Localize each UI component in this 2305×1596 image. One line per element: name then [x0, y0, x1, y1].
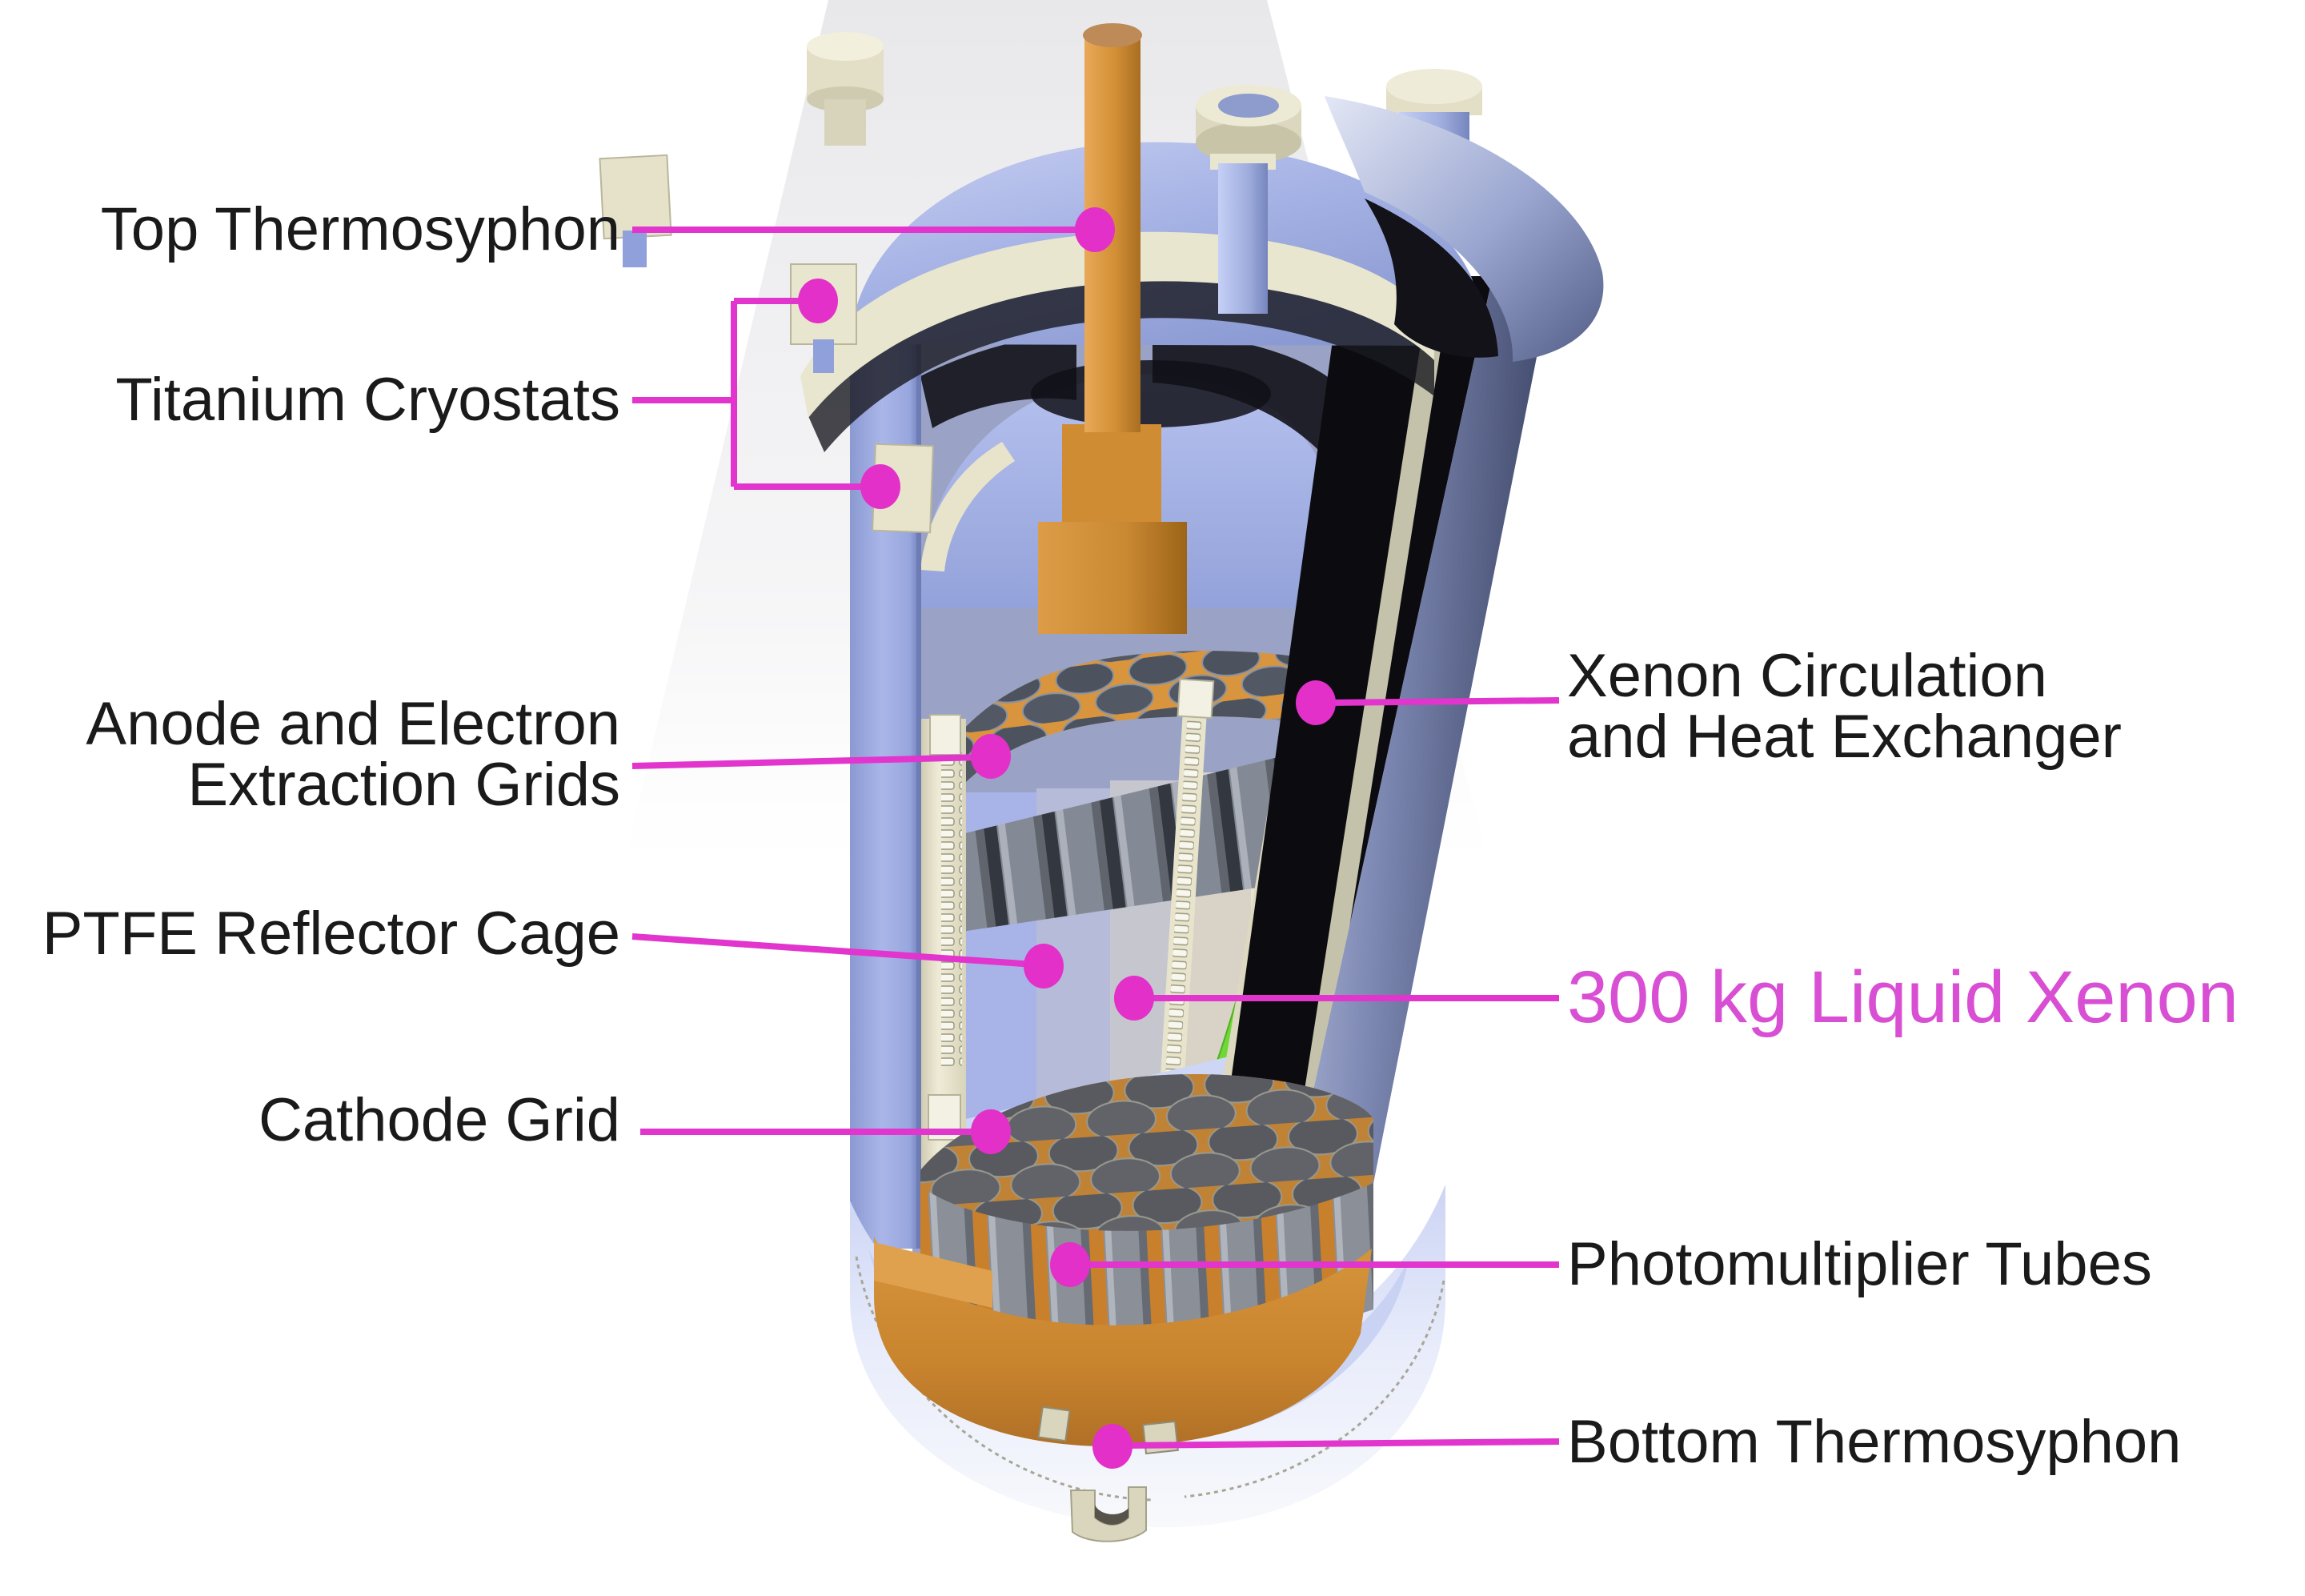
field-cage-zipper-left [941, 752, 962, 1069]
dot-cathode-grid [971, 1109, 1011, 1154]
label-liquid-xenon: 300 kg Liquid Xenon [1567, 956, 2239, 1038]
dot-titanium-cryostat-outer [798, 279, 838, 323]
label-anode-grids: Anode and Electron Extraction Grids [86, 690, 620, 819]
copper-base [874, 1237, 1372, 1447]
flange-tab-far-left [599, 154, 672, 267]
top-flange-arc [1325, 96, 1604, 362]
leader-ptfe-line [631, 933, 1035, 968]
label-photomultiplier-tubes: Photomultiplier Tubes [1567, 1230, 2152, 1298]
leader-xenon-circulation-line [1325, 697, 1560, 706]
inner-dome-rim [920, 442, 1015, 571]
label-ptfe-cage: PTFE Reflector Cage [42, 900, 620, 968]
flange-bolt [623, 231, 647, 267]
copper-ledge [874, 1242, 992, 1308]
dot-pmt [1050, 1242, 1090, 1287]
flange-tab-outer [790, 263, 857, 373]
label-xenon-circulation: Xenon Circulation and Heat Exchanger [1567, 642, 2122, 771]
bottom-pmt-faces [920, 1073, 1373, 1246]
dot-bottom-thermosyphon [1092, 1424, 1132, 1469]
flange-shadow [808, 279, 1434, 452]
leader-anode-line [631, 754, 982, 769]
label-titanium-cryostats: Titanium Cryostats [115, 366, 620, 434]
dot-liquid-xenon [1114, 976, 1154, 1021]
dome-seam-right [1184, 1280, 1445, 1498]
port-left [807, 32, 884, 146]
support-tab-right [1142, 1420, 1179, 1455]
dot-ptfe-cage [1024, 944, 1064, 988]
field-cage-zipper-right [1161, 697, 1203, 1146]
vertical-pipe [1210, 154, 1276, 314]
flange-bolt [813, 339, 834, 373]
leader-dots [798, 207, 1336, 1469]
flange-ring [800, 231, 1434, 418]
dot-top-thermosyphon [1075, 207, 1115, 252]
label-cathode-grid: Cathode Grid [258, 1086, 620, 1154]
grid-connector-top [929, 714, 961, 756]
leader-annotations [631, 227, 1560, 1449]
top-pmt-faces [919, 651, 1370, 847]
dot-anode-grids [971, 734, 1011, 779]
leader-bottom-thermosyphon-line [1121, 1438, 1560, 1449]
dot-xenon-circulation [1296, 680, 1336, 725]
label-bottom-thermosyphon: Bottom Thermosyphon [1567, 1408, 2182, 1476]
label-top-thermosyphon: Top Thermosyphon [100, 195, 620, 263]
port-ring [1196, 85, 1301, 163]
support-tab-left [1037, 1406, 1071, 1442]
dot-titanium-cryostat-inner [860, 464, 900, 509]
bottom-pmt-tubes [920, 1183, 1373, 1337]
cut-face-cream-inner [1294, 344, 1441, 1161]
leader-titanium-cryostats-bracket [632, 298, 871, 490]
